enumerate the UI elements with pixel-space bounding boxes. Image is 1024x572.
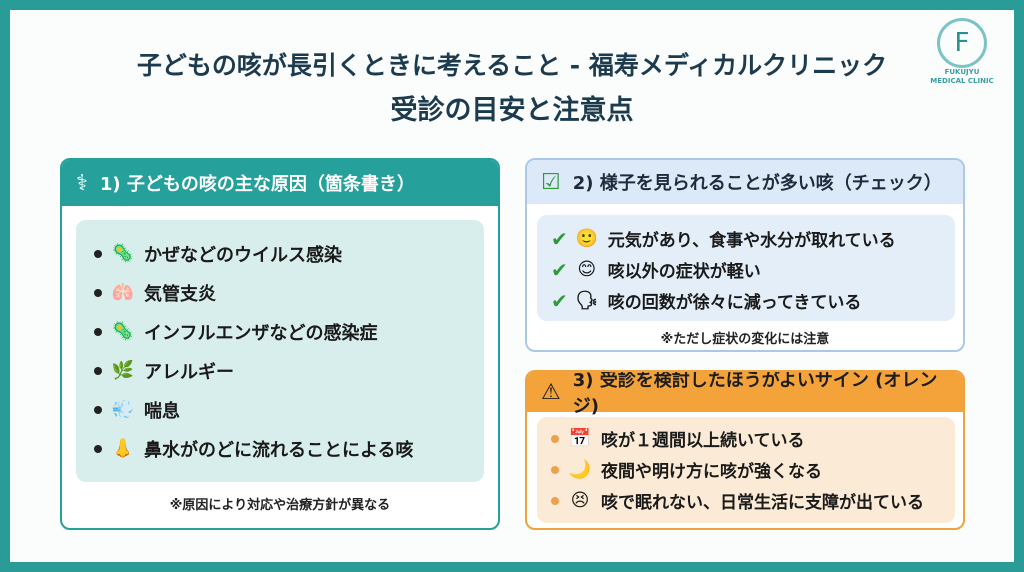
bullet [551,434,559,443]
list-item-label: 夜間や明け方に咳が強くなる [601,462,822,482]
check-icon: ✔ [551,226,568,251]
list-item-label: 咳以外の症状が軽い [607,262,761,282]
bullet [94,405,102,414]
bullet [94,288,102,297]
list-item: 🌙 夜間や明け方に咳が強くなる [551,454,941,485]
causes-header: ⚕ 1) 子どもの咳の主な原因（箇条書き） [62,160,498,206]
flu-virus-icon: 🦠 [111,321,135,342]
signs-heading: 3) 受診を検討したほうがよいサイン (オレンジ) [572,370,938,417]
list-item: 💨 喘息 [94,390,466,429]
sleepless-child-icon: 😣 [570,490,590,511]
signs-header: ⚠ 3) 受診を検討したほうがよいサイン (オレンジ) [527,372,963,417]
inhaler-icon: 💨 [111,399,135,420]
list-item: 🌿 アレルギー [94,351,466,390]
list-item-label: かぜなどのウイルス感染 [144,244,342,266]
signs-panel: ⚠ 3) 受診を検討したほうがよいサイン (オレンジ) 📅 咳が１週間以上続いている… [525,370,965,530]
list-item-label: 咳の回数が徐々に減ってきている [607,293,862,313]
check-icon: ✔ [551,257,568,282]
list-item-label: 咳で眠れない、日常生活に支障が出ている [601,493,924,513]
bullet [94,327,102,336]
list-item-label: 喘息 [144,400,180,422]
list-item: ✔ 😊 咳以外の症状が軽い [551,254,941,285]
watch-panel: ☑ 2) 様子を見られることが多い咳（チェック） ✔ 🙂 元気があり、食事や水分が取れ… [525,158,965,352]
pollen-icon: 🌿 [111,360,135,381]
bullet [94,444,102,453]
coughing-profile-icon: 🗣 [575,290,599,311]
logo-mark: F [937,18,987,68]
list-item: 😣 咳で眠れない、日常生活に支障が出ている [551,485,941,516]
list-item-label: インフルエンザなどの感染症 [144,322,378,344]
bullet [551,465,559,474]
title-line1: 子どもの咳が長引くときに考えること - 福寿メディカルクリニック [136,51,888,80]
virus-icon: 🦠 [111,243,135,264]
checkbox-icon: ☑ [541,169,561,195]
watch-list: ✔ 🙂 元気があり、食事や水分が取れている ✔ 😊 咳以外の症状が軽い ✔ 🗣 咳の回数が徐… [537,215,955,321]
bullet [551,496,559,505]
bullet [94,366,102,375]
list-item: 🦠 インフルエンザなどの感染症 [94,312,466,351]
moon-icon: 🌙 [568,459,592,480]
bullet [94,249,102,258]
warning-icon: ⚠ [541,379,561,405]
clinic-logo: F FUKUJYU MEDICAL CLINIC [922,18,1002,98]
list-item: 📅 咳が１週間以上続いている [551,423,941,454]
list-item: 🫁 気管支炎 [94,273,466,312]
list-item-label: 元気があり、食事や水分が取れている [607,231,896,251]
signs-list: 📅 咳が１週間以上続いている 🌙 夜間や明け方に咳が強くなる 😣 咳で眠れない、日常生… [537,417,955,523]
list-item-label: アレルギー [144,361,234,383]
logo-text1: FUKUJYU [944,68,980,76]
list-item: 🦠 かぜなどのウイルス感染 [94,234,466,273]
check-icon: ✔ [551,288,568,313]
causes-heading: 1) 子どもの咳の主な原因（箇条書き） [99,174,415,195]
list-item: ✔ 🗣 咳の回数が徐々に減ってきている [551,285,941,316]
watch-note: ※ただし症状の変化には注意 [660,332,830,347]
causes-note: ※原因により対応や治療方針が異なる [169,498,391,513]
list-item: ✔ 🙂 元気があり、食事や水分が取れている [551,223,941,254]
calendar-icon: 📅 [568,428,592,449]
list-item-label: 咳が１週間以上続いている [601,431,805,451]
list-item: 👃 鼻水がのどに流れることによる咳 [94,429,466,468]
watch-header: ☑ 2) 様子を見られることが多い咳（チェック） [527,160,963,204]
causes-list: 🦠 かぜなどのウイルス感染 🫁 気管支炎 🦠 インフルエンザなどの感染症 🌿 アレルギー… [76,220,484,482]
watch-heading: 2) 様子を見られることが多い咳（チェック） [572,173,942,194]
happy-child-icon: 🙂 [575,228,598,249]
title-line2: 受診の目安と注意点 [390,95,634,126]
lungs-icon: 🫁 [111,282,135,303]
logo-text2: MEDICAL CLINIC [930,77,994,85]
causes-panel: ⚕ 1) 子どもの咳の主な原因（箇条書き） 🦠 かぜなどのウイルス感染 🫁 気管支炎 … [60,158,500,530]
list-item-label: 鼻水がのどに流れることによる咳 [144,439,414,461]
stethoscope-icon: ⚕ [76,170,88,196]
smiling-child-icon: 😊 [577,259,597,280]
nose-throat-icon: 👃 [111,438,135,459]
list-item-label: 気管支炎 [144,283,216,305]
